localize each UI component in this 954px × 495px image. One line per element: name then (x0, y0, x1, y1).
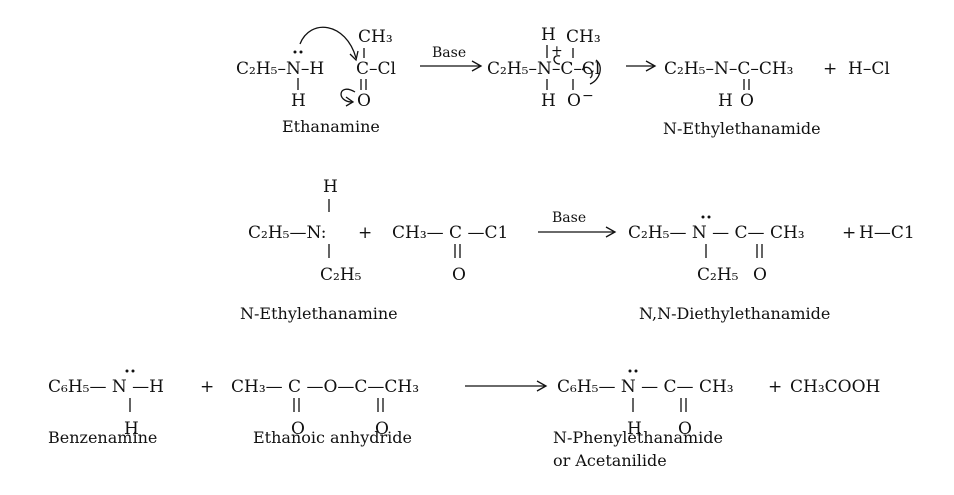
r3-anhydride-oxygen-1: O (291, 419, 305, 439)
r2-amine: C₂H₅—N: (248, 223, 326, 243)
r3-product-name-2: or Acetanilide (553, 451, 667, 470)
r3-anhydride-name: Ethanoic anhydride (253, 428, 412, 447)
r1-base-label: Base (432, 45, 466, 61)
r1-arrowhead-2 (645, 60, 657, 72)
r1-int-oxygen: O (567, 91, 581, 111)
r1-curved-arrow-carbonyl (340, 88, 356, 103)
r1-lone-pair-dot (293, 50, 297, 54)
r2-plus-1: + (358, 223, 372, 243)
r1-product-oxygen: O (740, 91, 754, 111)
r1-int-n-hydrogen-bottom: H (541, 91, 556, 111)
r2-reaction-arrowhead (605, 226, 617, 238)
r3-product-name-1: N-Phenylethanamide (553, 428, 723, 447)
r1-n-hydrogen: H (291, 91, 306, 111)
r2-product-oxygen: O (753, 265, 767, 285)
r3-amine-name: Benzenamine (48, 428, 157, 447)
r1-reaction-arrowhead (471, 60, 483, 72)
r2-acyl-oxygen: O (452, 265, 466, 285)
r1-lone-pair-dot (299, 50, 303, 54)
r1-product-name: N-Ethylethanamide (663, 119, 821, 138)
r2-base-label: Base (552, 210, 586, 226)
r1-int-ch3: CH₃ (566, 27, 601, 47)
r1-product-n-hydrogen: H (718, 91, 733, 111)
r1-reactant-name: Ethanamine (282, 117, 380, 136)
r1-int-minus-charge: − (582, 88, 594, 104)
r1-amine-chain: C₂H₅–N–H (236, 59, 324, 79)
r3-lone-pair-dot (125, 369, 129, 373)
r1-curved-arrow-attack (299, 26, 357, 59)
r1-acyl-oxygen: O (357, 91, 371, 111)
r3-lone-pair-dot (628, 369, 632, 373)
r2-reactant-name: N-Ethylethanamine (240, 304, 398, 323)
r1-plus: + (823, 59, 837, 79)
r3-ethanoic-acid: CH₃COOH (790, 377, 880, 397)
r1-int-plus-charge: + (551, 43, 563, 59)
reaction-3: C₆H₅— N —H H + CH₃— C —O—C—CH₃ O O C₆H₅—… (48, 369, 880, 470)
r1-acyl-ch3: CH₃ (358, 27, 393, 47)
r3-amine: C₆H₅— N —H (48, 377, 164, 397)
r1-arrowhead (345, 96, 355, 107)
r2-product-main: C₂H₅— N — C— CH₃ (628, 223, 805, 243)
r3-amine-hydrogen: H (124, 419, 139, 439)
r3-product-main: C₆H₅— N — C— CH₃ (557, 377, 734, 397)
r3-product-oxygen: O (678, 419, 692, 439)
r3-anhydride: CH₃— C —O—C—CH₃ (231, 377, 419, 397)
r2-acyl-chloride: CH₃— C —C1 (392, 223, 508, 243)
r1-product-main: C₂H₅–N–C–CH₃ (664, 59, 794, 79)
r1-int-main: C₂H₅–N–C–Cl (487, 59, 600, 79)
r1-arrowhead (349, 50, 359, 62)
reaction-2: H C₂H₅—N: C₂H₅ + CH₃— C —C1 O Base C₂H₅—… (240, 177, 915, 323)
r2-lone-pair-dot (701, 215, 705, 219)
r1-int-n-hydrogen-top: H (541, 25, 556, 45)
r2-amine-top-h: H (323, 177, 338, 197)
r2-product-ethyl: C₂H₅ (697, 265, 739, 285)
r3-plus-1: + (200, 377, 214, 397)
r2-plus-2: + (842, 223, 856, 243)
r2-lone-pair-dot (707, 215, 711, 219)
r3-anhydride-oxygen-2: O (375, 419, 389, 439)
r3-lone-pair-dot (131, 369, 135, 373)
r1-int-curved-arrow (589, 59, 601, 85)
reaction-1: C₂H₅–N–H H CH₃ C–Cl O Base H CH₃ + C₂H₅–… (236, 25, 890, 138)
r2-amine-ethyl: C₂H₅ (320, 265, 362, 285)
r2-hcl: H—C1 (859, 223, 915, 243)
r3-plus-2: + (768, 377, 782, 397)
r1-hcl: H–Cl (848, 59, 890, 79)
r3-reaction-arrowhead (536, 380, 548, 392)
r3-lone-pair-dot (634, 369, 638, 373)
r3-product-hydrogen: H (627, 419, 642, 439)
r2-product-name: N,N-Diethylethanamide (639, 304, 830, 323)
r1-int-curved-arrow (581, 66, 593, 79)
r1-int-curved-arrow (553, 55, 561, 65)
r1-acyl-ccl: C–Cl (356, 59, 396, 79)
